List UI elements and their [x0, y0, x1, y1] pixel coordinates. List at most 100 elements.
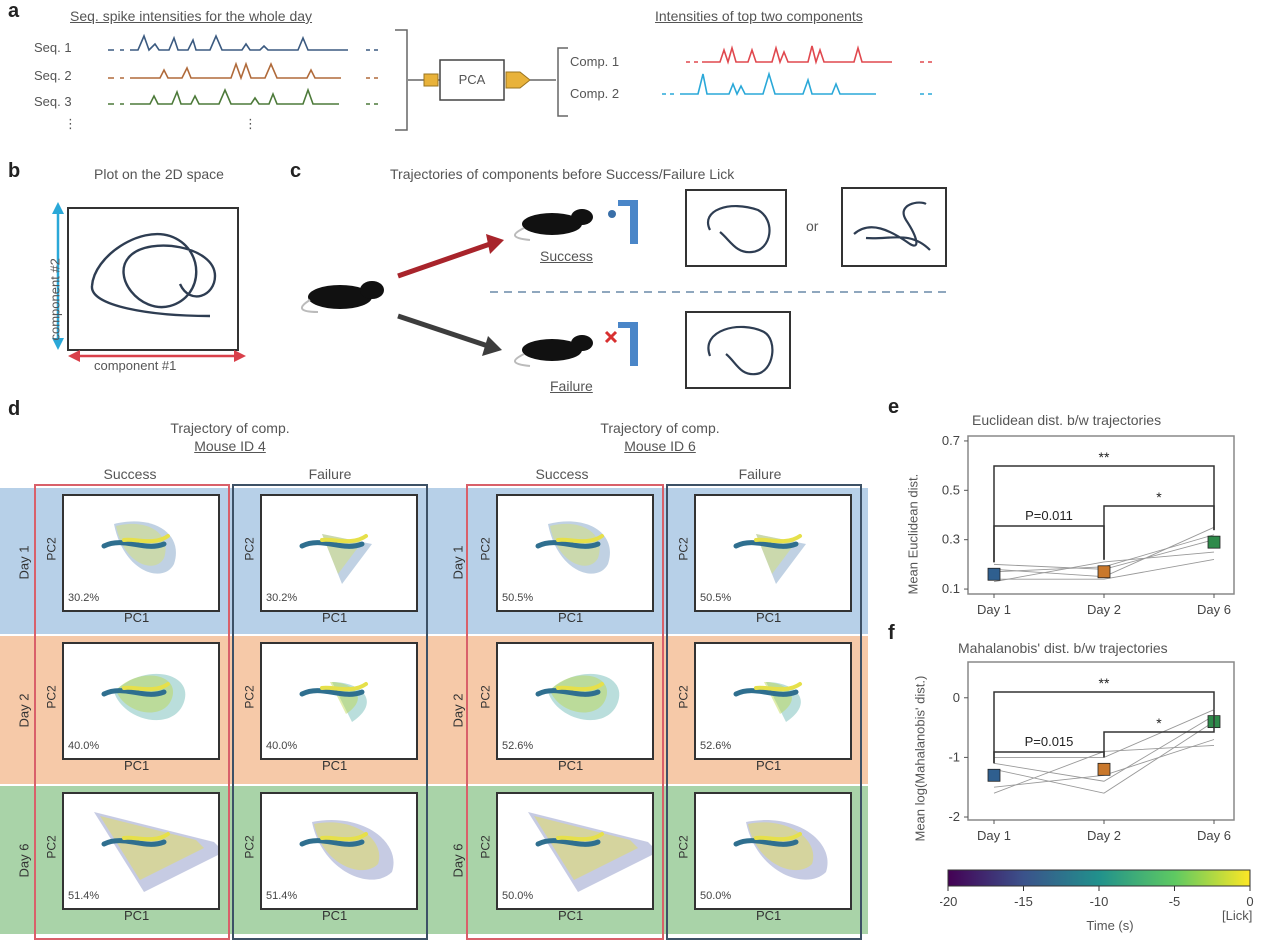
p-value-label: P=0.011 — [1025, 508, 1073, 523]
row-label-day2: Day 2 — [16, 693, 32, 728]
comp-1-trace — [686, 45, 932, 65]
trajectory-plot — [535, 673, 620, 721]
pc1-axis-label: PC1 — [558, 610, 584, 625]
failure-arrow — [397, 313, 489, 349]
ellipsis-left: ⋮ — [64, 116, 77, 131]
comp-2-trace — [662, 71, 932, 96]
variance-percent: 51.4% — [68, 890, 100, 902]
panel-b-plot — [52, 202, 246, 362]
pc2-axis-label: PC2 — [478, 537, 493, 561]
col-failure-2: Failure — [738, 466, 782, 482]
mean-marker — [1207, 535, 1221, 549]
seq-bracket — [395, 29, 408, 131]
panel-a-left-title: Seq. spike intensities for the whole day — [70, 8, 313, 24]
pc2-axis-label: PC2 — [242, 835, 257, 859]
pca-label: PCA — [458, 72, 486, 87]
panel-b-trajectory — [90, 233, 217, 318]
pc1-axis-label: PC1 — [558, 758, 584, 773]
colorbar-tick-label: -10 — [1090, 894, 1109, 909]
panel-f-label: f — [888, 622, 895, 644]
comp-2-label: Comp. 2 — [570, 86, 620, 101]
x-tick-label: Day 1 — [977, 828, 1011, 843]
panel-b-xlabel: component #1 — [94, 358, 177, 373]
y-tick-label: -1 — [948, 749, 960, 764]
pc1-axis-label: PC1 — [322, 610, 348, 625]
pc1-axis-label: PC1 — [558, 908, 584, 923]
colorbar-tick-label: -20 — [940, 894, 957, 909]
col-border-failure-1 — [232, 484, 428, 940]
mouse-start-icon — [301, 281, 384, 313]
panel-b-frame — [67, 207, 239, 351]
success-trajectory-box-2 — [841, 187, 947, 267]
row-label-day6: Day 6 — [16, 843, 32, 878]
variance-percent: 30.2% — [266, 592, 298, 604]
trajectory-cell: 51.4% — [62, 792, 224, 910]
seq-1-label: Seq. 1 — [34, 40, 72, 55]
pc2-axis-label: PC2 — [676, 537, 691, 561]
col-failure-1: Failure — [308, 466, 352, 482]
colorbar-tick-label: 0 — [1246, 894, 1253, 909]
comp-bracket — [557, 47, 568, 117]
pc1-axis-label: PC1 — [124, 610, 150, 625]
pca-box — [439, 59, 505, 101]
mean-marker — [1097, 762, 1111, 776]
failure-trajectory-box — [685, 311, 791, 389]
variance-percent: 52.6% — [502, 740, 534, 752]
trajectory-cell: 50.5% — [496, 494, 654, 612]
trajectory-plot — [733, 534, 806, 584]
trajectory-plot — [299, 682, 368, 722]
seq-2-label: Seq. 2 — [34, 68, 72, 83]
x-tick-label: Day 1 — [977, 602, 1011, 617]
panel-b-ylabel: component #2 — [47, 258, 63, 341]
individual-mouse-line — [994, 558, 1215, 580]
x-tick-label: Day 6 — [1197, 602, 1231, 617]
mouse4-id: Mouse ID 4 — [194, 438, 266, 454]
seq-3-trace — [108, 87, 378, 105]
sig-bracket-long — [993, 465, 1215, 563]
pc2-axis-label: PC2 — [44, 685, 59, 709]
seq-1-trace — [108, 33, 378, 52]
failure-label: Failure — [550, 378, 593, 394]
col-success-1: Success — [103, 466, 157, 482]
success-trajectory-box-1 — [685, 189, 787, 267]
y-tick-label: 0 — [953, 690, 960, 705]
trajectory-plot — [299, 820, 394, 880]
variance-percent: 52.6% — [700, 740, 732, 752]
mean-marker — [987, 768, 1001, 782]
colorbar-end-label: [Lick] — [1222, 908, 1253, 923]
sig-bracket-short — [1103, 505, 1215, 560]
sig-label-long: ** — [1099, 675, 1110, 691]
panel-c-label: c — [290, 160, 302, 182]
trajectory-cell: 50.0% — [496, 792, 658, 910]
pc2-axis-label: PC2 — [242, 685, 257, 709]
pca-input-arrow — [423, 73, 439, 87]
trajectory-plot — [101, 521, 176, 574]
individual-mouse-line — [993, 721, 1215, 794]
variance-percent: 50.0% — [700, 890, 732, 902]
mouse-failure-icon — [514, 335, 593, 367]
pc2-axis-label: PC2 — [478, 835, 493, 859]
trajectory-plot — [94, 812, 224, 892]
pc2-axis-label: PC2 — [242, 537, 257, 561]
mouse4-title: Trajectory of comp. — [170, 420, 290, 436]
col-border-success-1 — [34, 484, 230, 940]
spout-failure-icon — [630, 322, 638, 366]
sig-label-long: ** — [1099, 449, 1110, 465]
trajectory-cell: 30.2% — [62, 494, 220, 612]
panel-a-label: a — [8, 0, 20, 22]
mouse-success-icon — [514, 209, 593, 241]
pc1-axis-label: PC1 — [756, 758, 782, 773]
pc1-axis-label: PC1 — [756, 908, 782, 923]
trajectory-cell: 52.6% — [694, 642, 852, 760]
ellipsis-mid: ⋮ — [244, 116, 257, 131]
pc2-axis-label: PC2 — [478, 685, 493, 709]
individual-mouse-line — [993, 715, 1215, 782]
pc2-axis-label: PC2 — [676, 685, 691, 709]
mean-marker — [1097, 565, 1111, 579]
pc2-axis-label: PC2 — [44, 537, 59, 561]
colorbar-tick-label: -15 — [1014, 894, 1033, 909]
row-label-day6-m6: Day 6 — [450, 843, 466, 878]
y-tick-label: 0.5 — [942, 482, 960, 497]
row-label-day1: Day 1 — [16, 545, 32, 580]
sig-bracket-short — [1103, 709, 1215, 758]
